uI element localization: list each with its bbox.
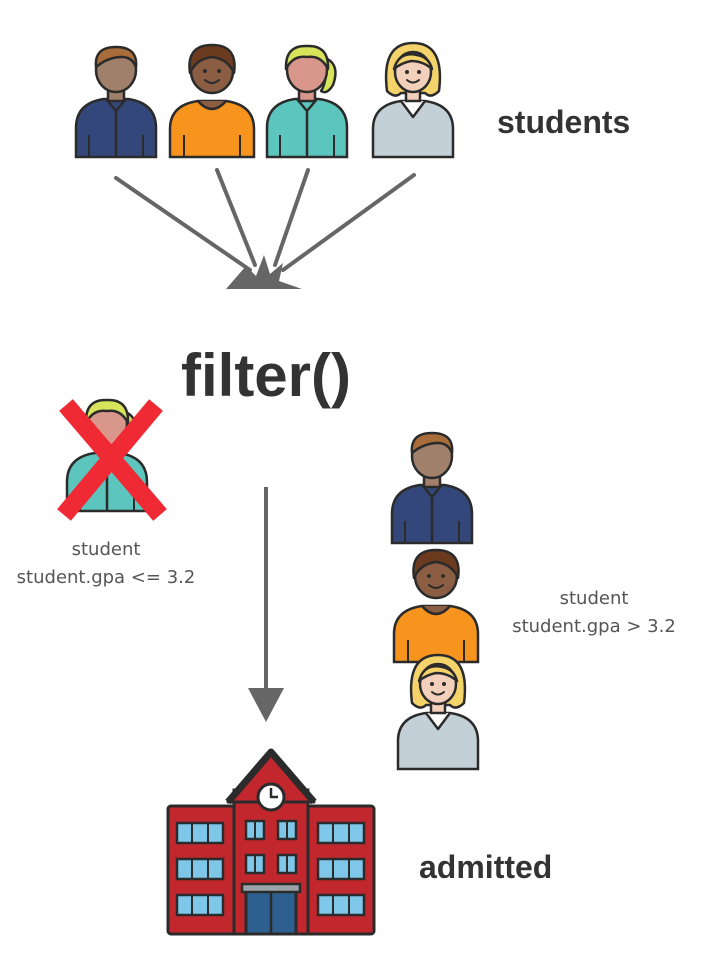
passed-boy-orange-icon — [392, 548, 480, 664]
passed-label-line2: student.gpa > 3.2 — [512, 616, 676, 637]
passed-label-line1: student — [560, 588, 629, 609]
passed-girl-gray-icon — [396, 653, 480, 771]
passed-man-navy-icon — [390, 431, 474, 545]
man-navy-icon — [74, 45, 158, 159]
school-building-icon — [166, 748, 376, 936]
converging-arrows — [114, 168, 416, 272]
rejected-student — [57, 398, 167, 521]
rejected-label-line1: student — [72, 539, 141, 560]
students-label: students — [497, 104, 630, 140]
rejected-label-line2: student.gpa <= 3.2 — [17, 567, 196, 588]
boy-orange-icon — [168, 43, 256, 159]
girl-gray-icon — [371, 41, 455, 159]
filter-function-label: filter() — [181, 342, 351, 409]
admitted-label: admitted — [419, 849, 552, 885]
red-x-icon — [57, 399, 167, 521]
girl-teal-icon — [265, 44, 349, 159]
arrow-merge-point — [226, 255, 302, 289]
down-arrow-head — [248, 688, 284, 722]
